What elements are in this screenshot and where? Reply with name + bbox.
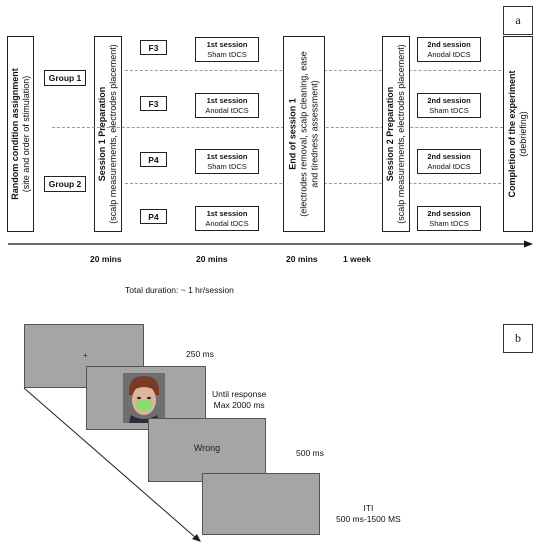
session-condition: Sham tDCS [429,218,469,228]
site-box: F3 [140,40,167,55]
duration-label: 500 ms [296,448,324,458]
fixation-cross: + [83,351,88,360]
site-box: F3 [140,96,167,111]
session-condition: Sham tDCS [207,161,247,171]
first-session-box: 1st session Anodal tDCS [195,93,259,118]
second-session-box: 2nd session Sham tDCS [417,206,481,231]
group-1-box: Group 1 [44,70,86,86]
first-session-box: 1st session Sham tDCS [195,149,259,174]
feedback-text: Wrong [193,443,221,453]
completion-box: Completion of the experiment (debriefing… [503,36,533,232]
timeline-label: 1 week [343,254,371,264]
total-duration: Total duration: ~ 1 hr/session [125,285,234,295]
timeline-label: 20 mins [196,254,228,264]
timeline-arrow [8,240,533,248]
feedback-screen: Wrong [148,418,266,482]
session-title: 1st session [206,151,248,161]
face-stimulus [123,373,165,423]
session-title: 2nd session [427,95,471,105]
panel-a-tag: a [503,6,533,35]
session-condition: Sham tDCS [207,49,247,59]
timeline-label: 20 mins [90,254,122,264]
duration-label: 250 ms [186,349,214,359]
separator-line [52,127,508,128]
end-session1-box: End of session 1 (electrodes removal, sc… [283,36,325,232]
session-title: 2nd session [427,208,471,218]
site-box: P4 [140,152,167,167]
duration-label: ITI 500 ms-1500 MS [336,503,401,524]
session-condition: Anodal tDCS [427,49,471,59]
session-title: 1st session [206,39,248,49]
session1-prep-box: Session 1 Preparation (scalp measurement… [94,36,122,232]
second-session-box: 2nd session Anodal tDCS [417,149,481,174]
session-title: 1st session [206,208,248,218]
timeline-label: 20 mins [286,254,318,264]
first-session-box: 1st session Anodal tDCS [195,206,259,231]
second-session-box: 2nd session Sham tDCS [417,93,481,118]
session2-prep-box: Session 2 Preparation (scalp measurement… [382,36,410,232]
session-title: 1st session [206,95,248,105]
second-session-box: 2nd session Anodal tDCS [417,37,481,62]
panel-b-tag: b [503,324,533,353]
session-condition: Sham tDCS [429,105,469,115]
iti-screen [202,473,320,535]
random-assignment-box: Random condition assignment (site and or… [7,36,34,232]
session-title: 2nd session [427,39,471,49]
session-condition: Anodal tDCS [205,218,249,228]
session-condition: Anodal tDCS [205,105,249,115]
site-box: P4 [140,209,167,224]
group-2-box: Group 2 [44,176,86,192]
duration-label: Until response Max 2000 ms [212,389,267,410]
first-session-box: 1st session Sham tDCS [195,37,259,62]
session-condition: Anodal tDCS [427,161,471,171]
session-title: 2nd session [427,151,471,161]
